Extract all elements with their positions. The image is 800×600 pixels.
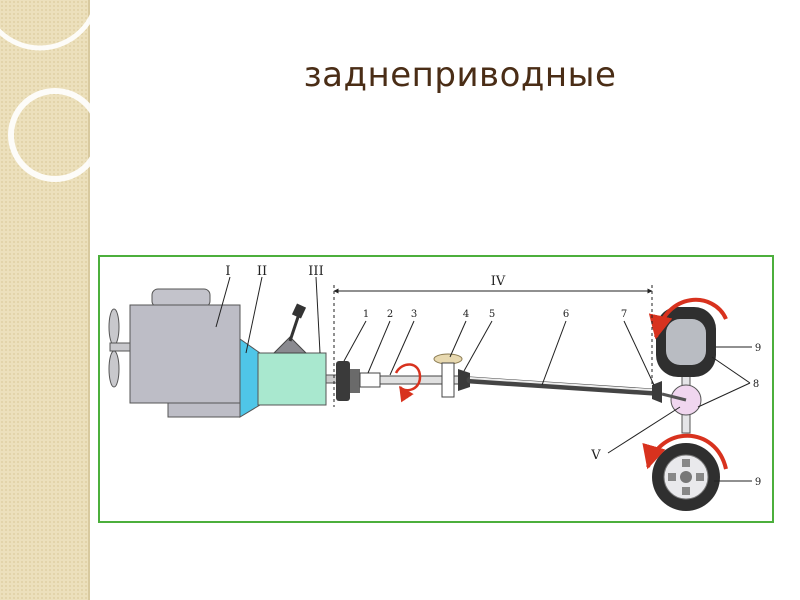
leader-4 [449,320,467,358]
rear-wheel-bottom [652,443,720,511]
label-clutch-ii: II [257,264,267,279]
leader-iii [315,276,321,354]
label-part-7: 7 [621,309,627,320]
leader-5 [463,320,493,372]
wheel-rotation-arrow-top [648,297,728,340]
leader-ii [245,276,263,354]
label-main-gear-v: V [590,448,601,463]
leader-3 [389,320,415,376]
fan-icon [108,308,133,388]
cardan-shaft-6 [466,376,656,396]
pinion-shaft [661,392,687,402]
label-part-8: 8 [753,379,759,390]
leader-6 [541,320,567,386]
leader-i [215,276,231,328]
leader-2 [367,320,391,374]
label-part-9-bottom: 9 [755,477,761,488]
universal-joint-7 [652,381,662,403]
universal-joint-5 [458,369,470,391]
leader-8a [711,356,751,384]
gearbox-unit [257,303,339,406]
label-part-6: 6 [563,309,569,320]
label-engine-i: I [225,264,230,279]
decorative-side-strip [0,0,88,600]
label-part-1: 1 [363,309,369,320]
coupling-2 [359,372,381,388]
label-gearbox-iii: III [308,264,323,279]
leader-7 [623,320,655,386]
label-part-3: 3 [411,309,417,320]
drivetrain-diagram: I II III IV V 1 2 3 4 5 6 7 8 9 9 [108,264,761,511]
drivetrain-diagram-frame: I II III IV V 1 2 3 4 5 6 7 8 9 9 [98,255,774,523]
decorative-circles [0,14,90,182]
clutch-unit [239,338,261,418]
label-cardan-iv: IV [491,274,506,289]
leader-v [607,406,681,454]
wheel-rotation-arrow-bottom [642,433,728,470]
joint-1 [336,361,360,401]
leader-1 [343,320,367,362]
label-part-2: 2 [387,309,393,320]
rotation-arrow-icon [394,363,422,403]
slide-title: заднеприводные [303,55,617,95]
leader-8b [697,382,751,408]
label-part-5: 5 [489,309,495,320]
intermediate-support-4 [433,353,463,398]
label-part-4: 4 [463,309,469,320]
cardan-shaft-highlight [469,377,653,391]
side-strip-edge [88,0,90,600]
label-part-9-top: 9 [755,343,761,354]
engine-unit [129,288,241,418]
